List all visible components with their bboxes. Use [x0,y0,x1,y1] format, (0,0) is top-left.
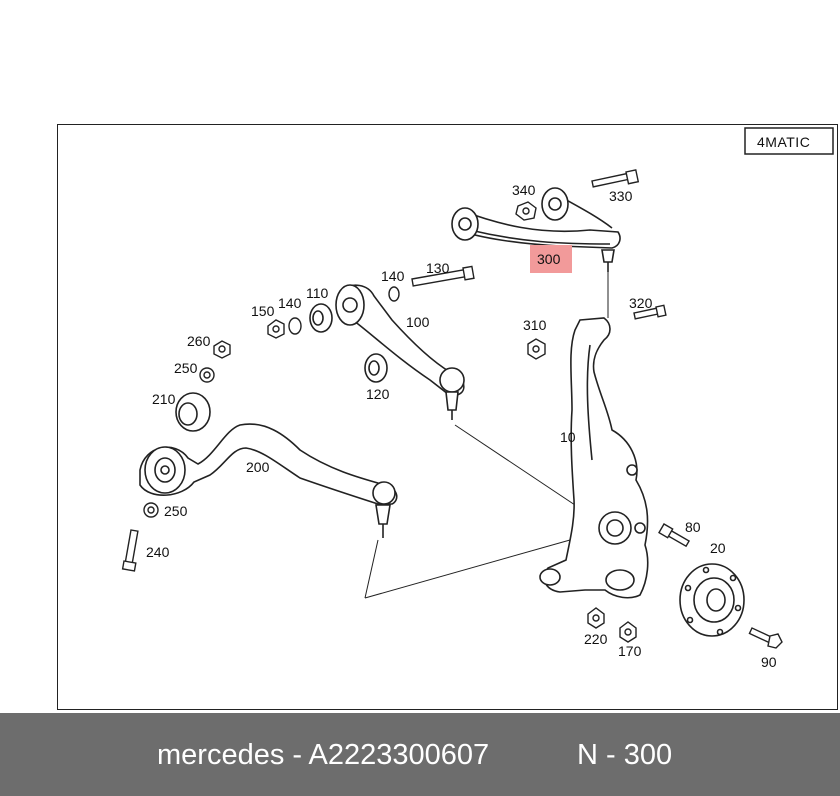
footer-bar: mercedes - A2223300607 N - 300 [0,713,840,796]
label-260[interactable]: 260 [187,333,211,349]
footer-reference: N - 300 [577,739,673,771]
label-330[interactable]: 330 [609,188,633,204]
bolt-130[interactable] [411,265,475,287]
label-120[interactable]: 120 [366,386,390,402]
label-220[interactable]: 220 [584,631,608,647]
label-150[interactable]: 150 [251,303,275,319]
label-140a[interactable]: 140 [381,268,405,284]
label-310[interactable]: 310 [523,317,547,333]
control-arm-100[interactable] [335,284,465,420]
suspension-diagram: 4MATIC [121,127,834,670]
bolt-90[interactable] [748,627,783,649]
label-110[interactable]: 110 [306,285,329,301]
bushing-120[interactable] [364,353,388,383]
part-300-highlight [530,245,572,273]
leader-lines [364,270,609,599]
bushing-210[interactable] [175,392,211,432]
washer-250b[interactable] [143,502,159,518]
label-200[interactable]: 200 [246,459,270,475]
label-80[interactable]: 80 [685,519,701,535]
upper-control-arm-300[interactable] [451,187,621,272]
bolt-80[interactable] [658,523,691,548]
nut-340[interactable] [515,201,537,221]
label-320[interactable]: 320 [629,295,653,311]
nut-260[interactable] [213,340,231,359]
label-90[interactable]: 90 [761,654,777,670]
4matic-badge-text: 4MATIC [757,134,810,150]
label-130[interactable]: 130 [426,260,450,276]
label-10[interactable]: 10 [560,429,576,445]
part-labels: 300 340 330 130 140 150 140 110 100 120 … [146,182,777,670]
label-170[interactable]: 170 [618,643,642,659]
label-340[interactable]: 340 [512,182,536,198]
label-100[interactable]: 100 [406,314,430,330]
bolt-320[interactable] [633,304,667,320]
4matic-badge: 4MATIC [744,127,834,155]
label-20[interactable]: 20 [710,540,726,556]
bolt-330[interactable] [591,169,640,188]
bushing-110[interactable] [309,303,333,333]
control-arm-200[interactable] [139,423,398,538]
bolt-240[interactable] [121,529,139,572]
steering-knuckle-10[interactable] [539,317,649,599]
wheel-hub-20[interactable] [679,563,745,637]
label-250b[interactable]: 250 [164,503,188,519]
nut-220[interactable] [587,607,605,629]
nut-170[interactable] [619,621,637,643]
label-250a[interactable]: 250 [174,360,198,376]
washer-140a[interactable] [388,286,400,302]
label-300[interactable]: 300 [537,251,561,267]
washer-140b[interactable] [288,317,302,335]
label-210[interactable]: 210 [152,391,176,407]
label-240[interactable]: 240 [146,544,170,560]
label-140b[interactable]: 140 [278,295,302,311]
nut-150[interactable] [267,319,285,339]
footer-part-number: mercedes - A2223300607 [157,739,490,771]
nut-310[interactable] [527,338,546,360]
washer-250a[interactable] [199,367,215,383]
